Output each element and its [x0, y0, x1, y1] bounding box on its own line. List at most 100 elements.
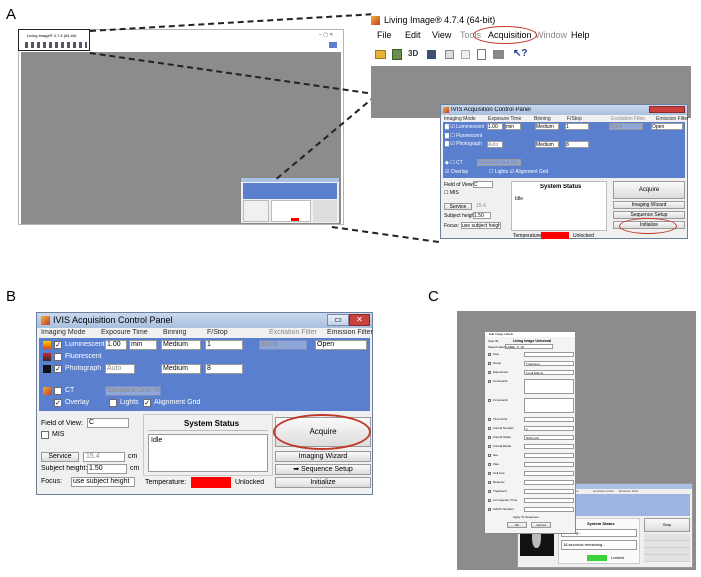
photograph-label: Photograph [65, 365, 102, 372]
cancel-button[interactable]: Cancel [531, 522, 551, 528]
label-field-name: View [493, 462, 500, 466]
label-field-value[interactable] [524, 462, 574, 467]
label-field-value[interactable] [524, 453, 574, 458]
fov-select[interactable]: C [473, 181, 493, 188]
menu-window[interactable]: Window [535, 30, 568, 40]
label-field-checkbox[interactable] [488, 418, 491, 421]
lum-unit-select[interactable]: min [129, 340, 157, 350]
label-field-value[interactable]: 2 [524, 426, 574, 431]
label-field-checkbox[interactable] [488, 353, 491, 356]
lum-excitation-select[interactable]: Block [259, 340, 307, 350]
edit-labels-dialog: Edit Image Labels User ID: Living Image … [484, 331, 576, 534]
lum-binning-select[interactable]: Medium [535, 123, 559, 130]
label-field-value[interactable]: NOD scid [524, 435, 574, 440]
lum-emission-select[interactable]: Open [651, 123, 683, 130]
open-folder-icon[interactable] [375, 50, 386, 59]
label-field-checkbox[interactable] [488, 362, 491, 365]
focus-select[interactable]: use subject height [71, 477, 135, 487]
copy-icon[interactable] [445, 50, 454, 59]
sequence-setup-button[interactable]: ➡ Sequence Setup [275, 464, 371, 475]
menu-edit[interactable]: Edit [405, 30, 421, 40]
save-icon[interactable] [427, 50, 436, 59]
ok-button[interactable]: OK [507, 522, 527, 528]
lum-excitation-select[interactable]: Block [609, 123, 643, 130]
photo-binning-select[interactable]: Medium [161, 364, 201, 374]
menu-help[interactable]: Help [571, 30, 590, 40]
ct-mode-select[interactable]: Standard-One Mo. [477, 159, 521, 166]
label-field-value[interactable] [524, 417, 574, 422]
label-field-checkbox[interactable] [488, 427, 491, 430]
image-browse-icon[interactable] [392, 49, 402, 60]
close-button[interactable]: ✕ [349, 314, 370, 326]
initialize-button[interactable]: Initialize [275, 477, 371, 488]
saved-labels-select[interactable]: LABEL_K_20 [505, 344, 553, 349]
menu-file[interactable]: File [377, 30, 392, 40]
photo-exposure-input[interactable]: Auto [105, 364, 135, 374]
acquire-button[interactable]: Acquire [613, 181, 685, 199]
label-field-value[interactable] [524, 471, 574, 476]
label-field-checkbox[interactable] [488, 371, 491, 374]
label-field-value[interactable] [524, 444, 574, 449]
label-field-value[interactable] [524, 379, 574, 394]
photo-exposure-input[interactable]: Auto [487, 141, 503, 148]
label-field-checkbox[interactable] [488, 499, 491, 502]
ct-checkbox[interactable] [54, 387, 62, 395]
close-button[interactable] [649, 106, 685, 113]
minimize-button[interactable]: ▭ [327, 314, 349, 326]
label-field-value[interactable] [524, 489, 574, 494]
overlay-checkbox[interactable]: ✓ [54, 399, 62, 407]
label-field-checkbox[interactable] [488, 380, 491, 383]
photo-binning-select[interactable]: Medium [535, 141, 559, 148]
height-input[interactable]: 1.50 [87, 464, 127, 474]
lum-exposure-input[interactable]: 1.00 [487, 123, 503, 130]
print-icon[interactable] [493, 50, 504, 59]
label-field-name: Animal Model [493, 444, 512, 448]
label-field-checkbox[interactable] [488, 481, 491, 484]
label-field-value[interactable]: Local Effects [524, 370, 574, 375]
label-field-checkbox[interactable] [488, 454, 491, 457]
service-button[interactable]: Service [444, 203, 472, 210]
help-cursor-icon[interactable]: ↖? [513, 48, 528, 59]
lights-checkbox[interactable] [109, 399, 117, 407]
label-field-checkbox[interactable] [488, 445, 491, 448]
label-field-value[interactable] [524, 507, 574, 512]
label-field-value[interactable] [524, 398, 574, 413]
label-field-checkbox[interactable] [488, 472, 491, 475]
photograph-checkbox[interactable]: ✓ [54, 365, 62, 373]
label-field-checkbox[interactable] [488, 399, 491, 402]
lum-fstop-select[interactable]: 1 [565, 123, 589, 130]
print-preview-icon[interactable] [477, 49, 486, 60]
focus-select[interactable]: use subject height [461, 222, 501, 229]
label-field-checkbox[interactable] [488, 463, 491, 466]
label-field-value[interactable] [524, 352, 574, 357]
label-field-value[interactable] [524, 480, 574, 485]
menu-view[interactable]: View [432, 30, 452, 40]
lum-fstop-select[interactable]: 1 [205, 340, 243, 350]
lum-emission-select[interactable]: Open [315, 340, 367, 350]
service-button[interactable]: Service [41, 452, 79, 462]
lum-binning-select[interactable]: Medium [161, 340, 201, 350]
menu-tools[interactable]: Tools [460, 30, 482, 40]
alignment-grid-checkbox[interactable]: ✓ [143, 399, 151, 407]
photo-fstop-select[interactable]: 8 [205, 364, 243, 374]
fov-select[interactable]: C [87, 418, 129, 428]
height-input[interactable]: 1.50 [473, 212, 491, 219]
imaging-wizard-button[interactable]: Imaging Wizard [613, 201, 685, 209]
label-field-value[interactable]: Treatment [524, 361, 574, 366]
label-field-checkbox[interactable] [488, 490, 491, 493]
photo-fstop-select[interactable]: 8 [565, 141, 589, 148]
mis-checkbox[interactable] [41, 431, 49, 439]
label-field-checkbox[interactable] [488, 508, 491, 511]
fluorescent-checkbox[interactable] [54, 353, 62, 361]
ct-mode-select[interactable]: Standard-One Mo. [105, 386, 161, 396]
luminescent-checkbox[interactable]: ✓ [54, 341, 62, 349]
c-stop-button[interactable]: Stop [644, 518, 690, 532]
lum-unit-select[interactable]: min [505, 123, 521, 130]
label-field-checkbox[interactable] [488, 436, 491, 439]
lum-exposure-input[interactable]: 1.00 [105, 340, 127, 350]
3d-view-icon[interactable]: 3D [408, 49, 419, 58]
label-field-value[interactable] [524, 498, 574, 503]
imaging-wizard-button[interactable]: Imaging Wizard [275, 451, 371, 462]
label-field-row: Luc Injection Time [488, 498, 574, 504]
tag-icon[interactable] [461, 50, 470, 59]
